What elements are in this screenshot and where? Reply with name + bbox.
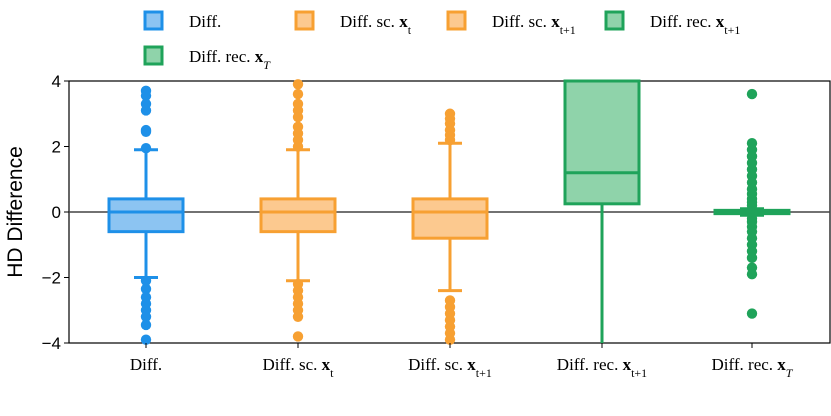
legend-label-part: x	[551, 12, 560, 31]
outlier-point	[292, 79, 304, 90]
outlier-point	[140, 334, 152, 345]
legend-label-part: t+1	[560, 23, 576, 37]
x-tick-label-part: x	[623, 355, 632, 374]
outlier-point	[140, 142, 152, 154]
legend-label: Diff. rec. xT	[189, 47, 271, 72]
box-group	[107, 85, 185, 345]
legend-item: Diff. rec. xt+1	[604, 10, 740, 37]
legend-item: Diff.	[143, 10, 221, 31]
legend-label-part: Diff. rec.	[650, 12, 716, 31]
outlier-point	[292, 141, 304, 152]
y-tick-label: 2	[52, 138, 61, 157]
outlier-point	[140, 126, 152, 137]
x-tick-label-part: x	[467, 355, 476, 374]
outlier-point	[746, 252, 758, 264]
legend-label: Diff. sc. xt+1	[492, 12, 576, 37]
outlier-point	[292, 111, 304, 123]
x-tick-label-part: Diff. rec.	[712, 355, 778, 374]
box-group	[713, 88, 791, 319]
x-tick-label: Diff. sc. xt	[262, 355, 334, 380]
legend-item: Diff. rec. xT	[143, 45, 271, 72]
outlier-point	[292, 331, 304, 342]
outlier-point	[140, 90, 152, 101]
legend-label-part: Diff. sc.	[340, 12, 399, 31]
legend-label-part: x	[716, 12, 725, 31]
plot-area	[68, 79, 831, 345]
x-tick-label: Diff. sc. xt+1	[408, 355, 492, 380]
x-tick-label-part: Diff. rec.	[557, 355, 623, 374]
outlier-point	[746, 308, 758, 319]
outlier-point	[140, 319, 152, 331]
legend-swatch	[294, 10, 315, 31]
x-tick-label-part: t+1	[631, 366, 647, 380]
x-tick-label: Diff. rec. xT	[712, 355, 794, 380]
x-tick-label-part: Diff. sc.	[408, 355, 467, 374]
legend-label-part: x	[255, 47, 264, 66]
legend-label: Diff. rec. xt+1	[650, 12, 740, 37]
legend-label-part: Diff.	[189, 12, 221, 31]
box	[411, 197, 489, 240]
y-tick-label: −2	[42, 269, 61, 288]
y-tick-label: 0	[52, 203, 61, 222]
outlier-point	[444, 134, 456, 146]
box	[107, 197, 185, 234]
outlier-point	[444, 334, 456, 345]
outlier-point	[292, 311, 304, 322]
legend-label: Diff. sc. xt	[340, 12, 412, 37]
box-group	[259, 79, 337, 342]
x-tick-label-part: x	[777, 355, 786, 374]
legend-swatch	[446, 10, 467, 31]
x-tick-label: Diff. rec. xt+1	[557, 355, 647, 380]
y-axis: −4 −2 0 2 4	[42, 72, 69, 353]
x-tick-label-part: t	[330, 366, 334, 380]
y-tick-label: 4	[52, 72, 61, 91]
y-axis-label: HD Difference	[4, 146, 27, 278]
legend-label-part: Diff. sc.	[492, 12, 551, 31]
y-tick-label: −4	[42, 334, 61, 353]
x-tick-label-part: t+1	[476, 366, 492, 380]
x-tick-label-part: x	[322, 355, 331, 374]
x-tick-label-part: Diff.	[130, 355, 162, 374]
outlier-point	[140, 105, 152, 116]
outlier-point	[140, 283, 152, 295]
outlier-point	[746, 269, 758, 280]
legend-label-part: t	[408, 23, 412, 37]
legend-label-part: t+1	[724, 23, 740, 37]
legend-label: Diff.	[189, 12, 221, 31]
box-group	[411, 108, 489, 345]
x-tick-label-part: Diff. sc.	[262, 355, 321, 374]
box	[259, 197, 337, 234]
box	[563, 79, 641, 206]
legend-label-part: x	[399, 12, 408, 31]
legend-swatch	[604, 10, 625, 31]
outlier-point	[140, 275, 152, 286]
outlier-point	[292, 88, 304, 100]
x-tick-label-part: T	[786, 366, 794, 380]
outlier-point	[746, 200, 758, 211]
outlier-point	[746, 88, 758, 100]
legend-item: Diff. sc. xt	[294, 10, 412, 37]
legend-label-part: T	[263, 58, 271, 72]
legend-swatch	[143, 10, 164, 31]
legend-item: Diff. sc. xt+1	[446, 10, 576, 37]
outlier-point	[140, 311, 152, 322]
legend-swatch	[143, 45, 164, 66]
box-group	[563, 79, 641, 343]
legend-label-part: Diff. rec.	[189, 47, 255, 66]
x-tick-label: Diff.	[130, 355, 162, 374]
